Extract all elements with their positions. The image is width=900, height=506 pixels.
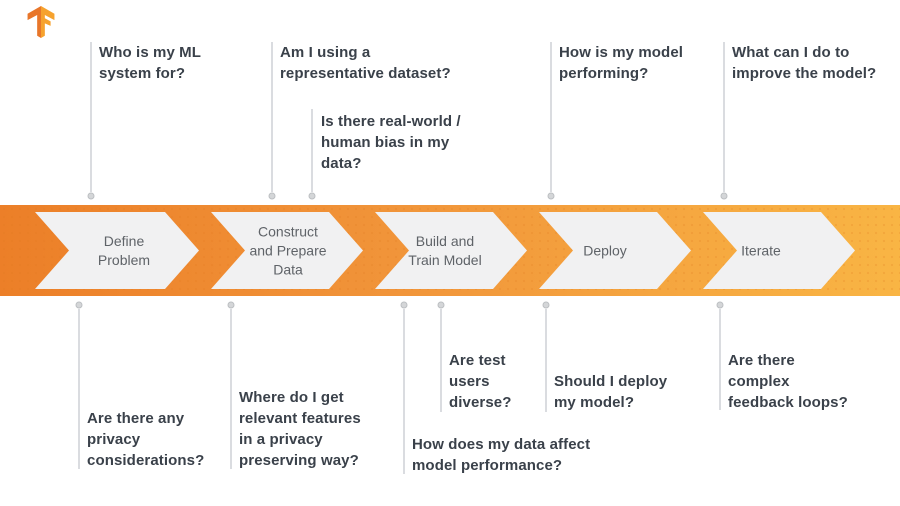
- connector-dot: [268, 192, 276, 200]
- question-how-is-my-model-performing: How is my model performing?: [559, 44, 684, 82]
- question-privacy-considerations: Are there any privacy considerations?: [87, 410, 205, 469]
- question-representative-dataset: Am I using a representative dataset?: [280, 44, 451, 82]
- connector-dot: [437, 301, 445, 309]
- connector-line: [545, 309, 547, 412]
- connector-line: [311, 109, 313, 192]
- connector-dot: [75, 301, 83, 309]
- question-what-can-i-do-to-improve: What can I do to improve the model?: [732, 44, 877, 82]
- connector-dot: [720, 192, 728, 200]
- connector-line: [230, 309, 232, 469]
- connector-dot: [542, 301, 550, 309]
- question-who-is-my-ml-system-for: Who is my ML system for?: [99, 44, 202, 82]
- connector-dot: [400, 301, 408, 309]
- connector-dot: [547, 192, 555, 200]
- question-privacy-preserving-features: Where do I get relevant features in a pr…: [239, 389, 361, 469]
- stage-label-define-problem: Define Problem: [97, 232, 151, 268]
- connector-dot: [308, 192, 316, 200]
- stage-label-iterate: Iterate: [741, 242, 781, 258]
- connector-line: [403, 309, 405, 474]
- connector-line: [550, 42, 552, 192]
- connector-line: [723, 42, 725, 192]
- question-data-affect-model-performance: How does my data affect model performanc…: [412, 436, 591, 474]
- connector-dot: [87, 192, 95, 200]
- connector-line: [440, 309, 442, 412]
- question-real-world-human-bias: Is there real-world / human bias in my d…: [321, 113, 461, 172]
- connector-line: [719, 309, 721, 410]
- connector-line: [78, 309, 80, 469]
- stage-label-deploy: Deploy: [583, 242, 627, 258]
- question-complex-feedback-loops: Are there complex feedback loops?: [728, 352, 848, 411]
- connector-line: [90, 42, 92, 192]
- question-are-test-users-diverse: Are test users diverse?: [449, 352, 512, 411]
- connector-dot: [227, 301, 235, 309]
- pipeline-banner: Define Problem Construct and Prepare Dat…: [0, 205, 900, 296]
- connector-dot: [716, 301, 724, 309]
- question-should-i-deploy-my-model: Should I deploy my model?: [554, 373, 668, 411]
- tensorflow-logo-icon: [27, 6, 55, 39]
- stage-label-construct-and-prepare-data: Construct and Prepare Data: [249, 223, 327, 277]
- stage-label-build-and-train-model: Build and Train Model: [408, 232, 482, 268]
- connector-line: [271, 42, 273, 192]
